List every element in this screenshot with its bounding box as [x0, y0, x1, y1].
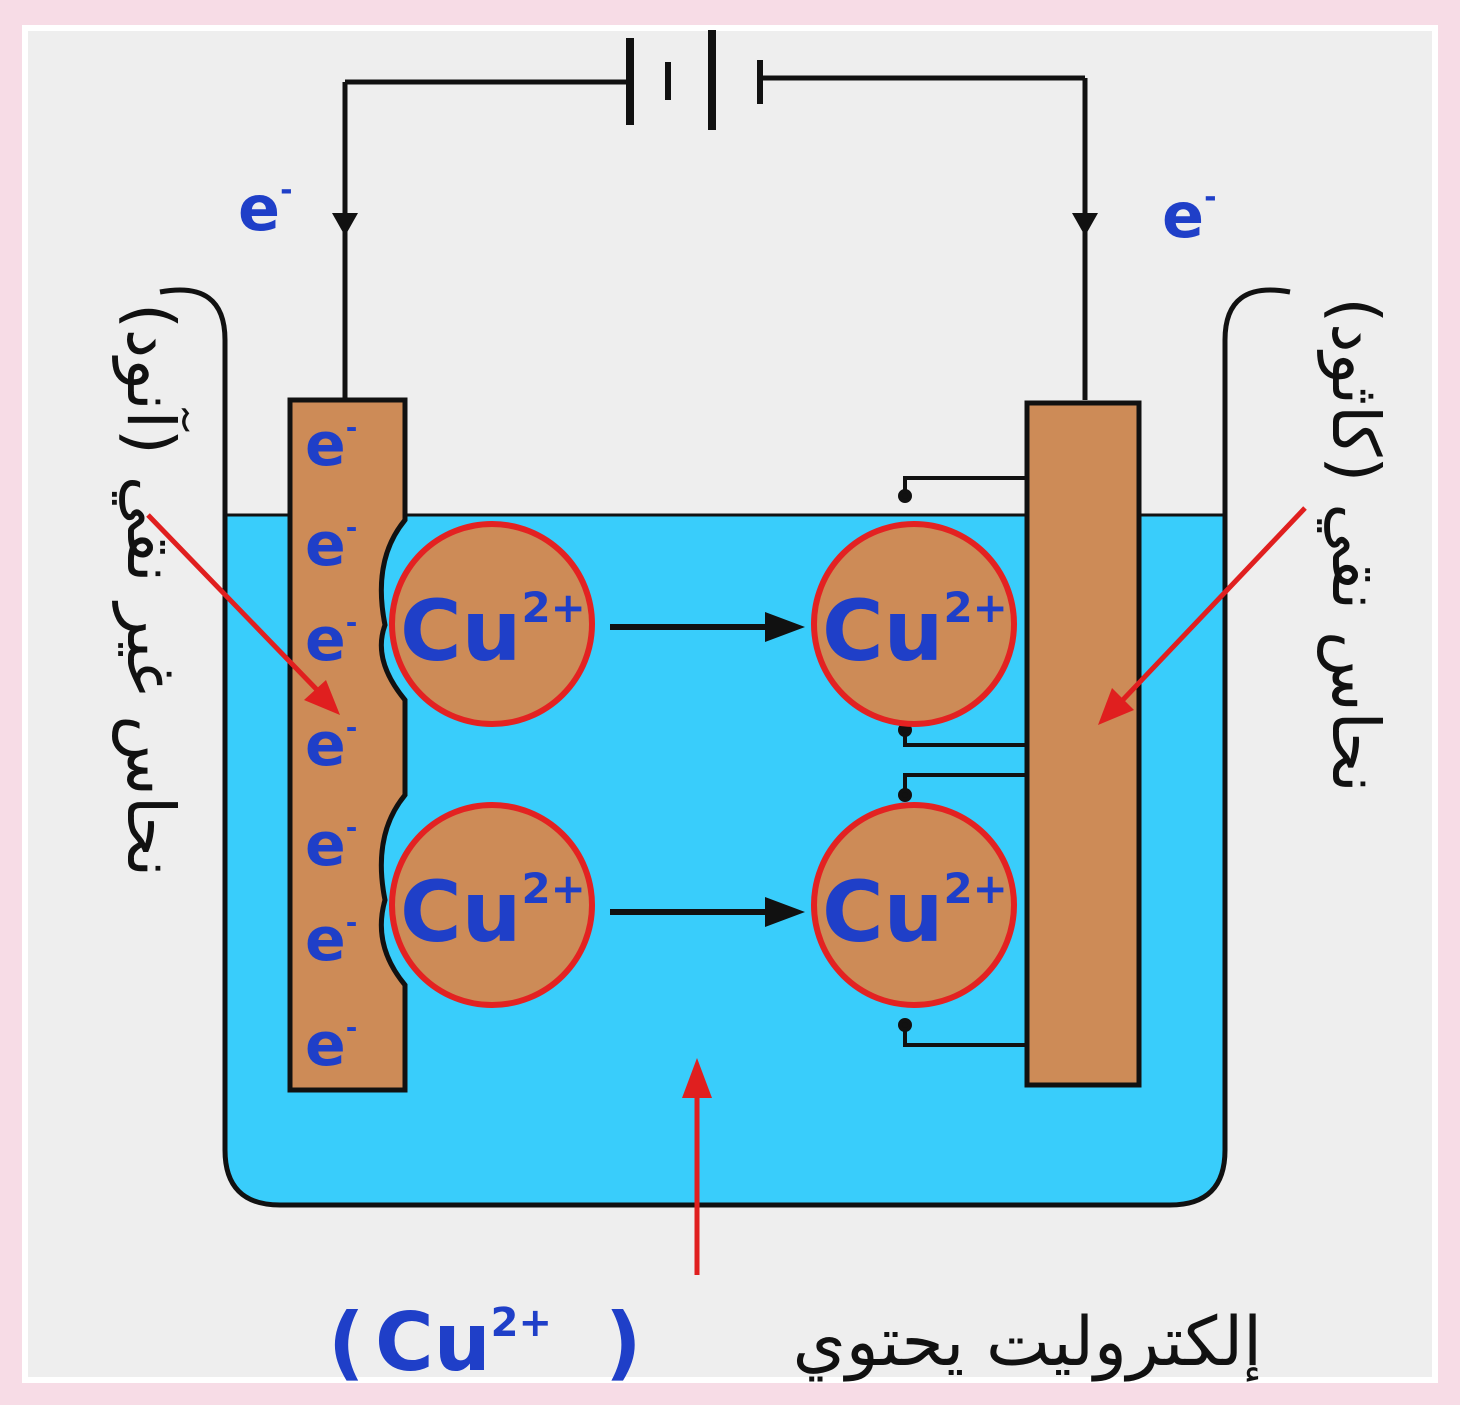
cathode-pointer-arrow — [1098, 506, 1307, 725]
wire-electron-right: e- — [1162, 179, 1217, 252]
anode-electron-4: e- — [305, 710, 357, 780]
battery-symbol — [345, 30, 1085, 130]
svg-text:Cu2+: Cu2+ — [400, 863, 586, 961]
electrolyte-paren-open: ( — [328, 1296, 365, 1389]
svg-text:Cu2+: Cu2+ — [400, 582, 586, 680]
anode-electrode — [287, 397, 408, 1093]
svg-text:Cu2+: Cu2+ — [822, 582, 1008, 680]
anode-electron-2: e- — [305, 510, 357, 580]
anode-label: نحاس غير نقي (آنود) — [112, 303, 190, 877]
cathode-electrode — [1024, 400, 1142, 1088]
anode-electron-7: e- — [305, 1010, 357, 1080]
electrolyte-ion-formula: Cu2+ — [375, 1296, 552, 1389]
migration-arrow-top — [610, 612, 805, 642]
wire-electron-left: e- — [238, 172, 293, 245]
anode-electron-3: e- — [305, 605, 357, 675]
left-wire — [332, 82, 358, 400]
ion-right-2: Cu2+ — [811, 802, 1017, 1008]
electrolyte-label: ( Cu2+ ) إلكتروليت يحتوي — [328, 1296, 1262, 1389]
anode-electron-6: e- — [305, 905, 357, 975]
anode-electron-1: e- — [305, 410, 357, 480]
ion-left-1: Cu2+ — [389, 521, 595, 727]
ion-left-2: Cu2+ — [389, 802, 595, 1008]
ion-right-1: Cu2+ — [811, 521, 1017, 727]
deposition-connectors — [898, 476, 1025, 1047]
electrolyte-paren-close: ) — [605, 1296, 642, 1389]
migration-arrow-bottom — [610, 897, 805, 927]
anode-electron-5: e- — [305, 810, 357, 880]
right-wire — [1072, 78, 1098, 400]
anode-pointer-arrow — [146, 513, 340, 715]
cathode-label: نحاس نقي (كاثود) — [1317, 297, 1394, 792]
anode-electrons: e- e- e- e- e- e- e- — [305, 410, 357, 1080]
electrolyte-pointer-arrow — [682, 1058, 712, 1275]
beaker — [159, 287, 1291, 1208]
svg-text:Cu2+: Cu2+ — [822, 863, 1008, 961]
electrolyte-arabic-text: إلكتروليت يحتوي — [793, 1303, 1262, 1382]
